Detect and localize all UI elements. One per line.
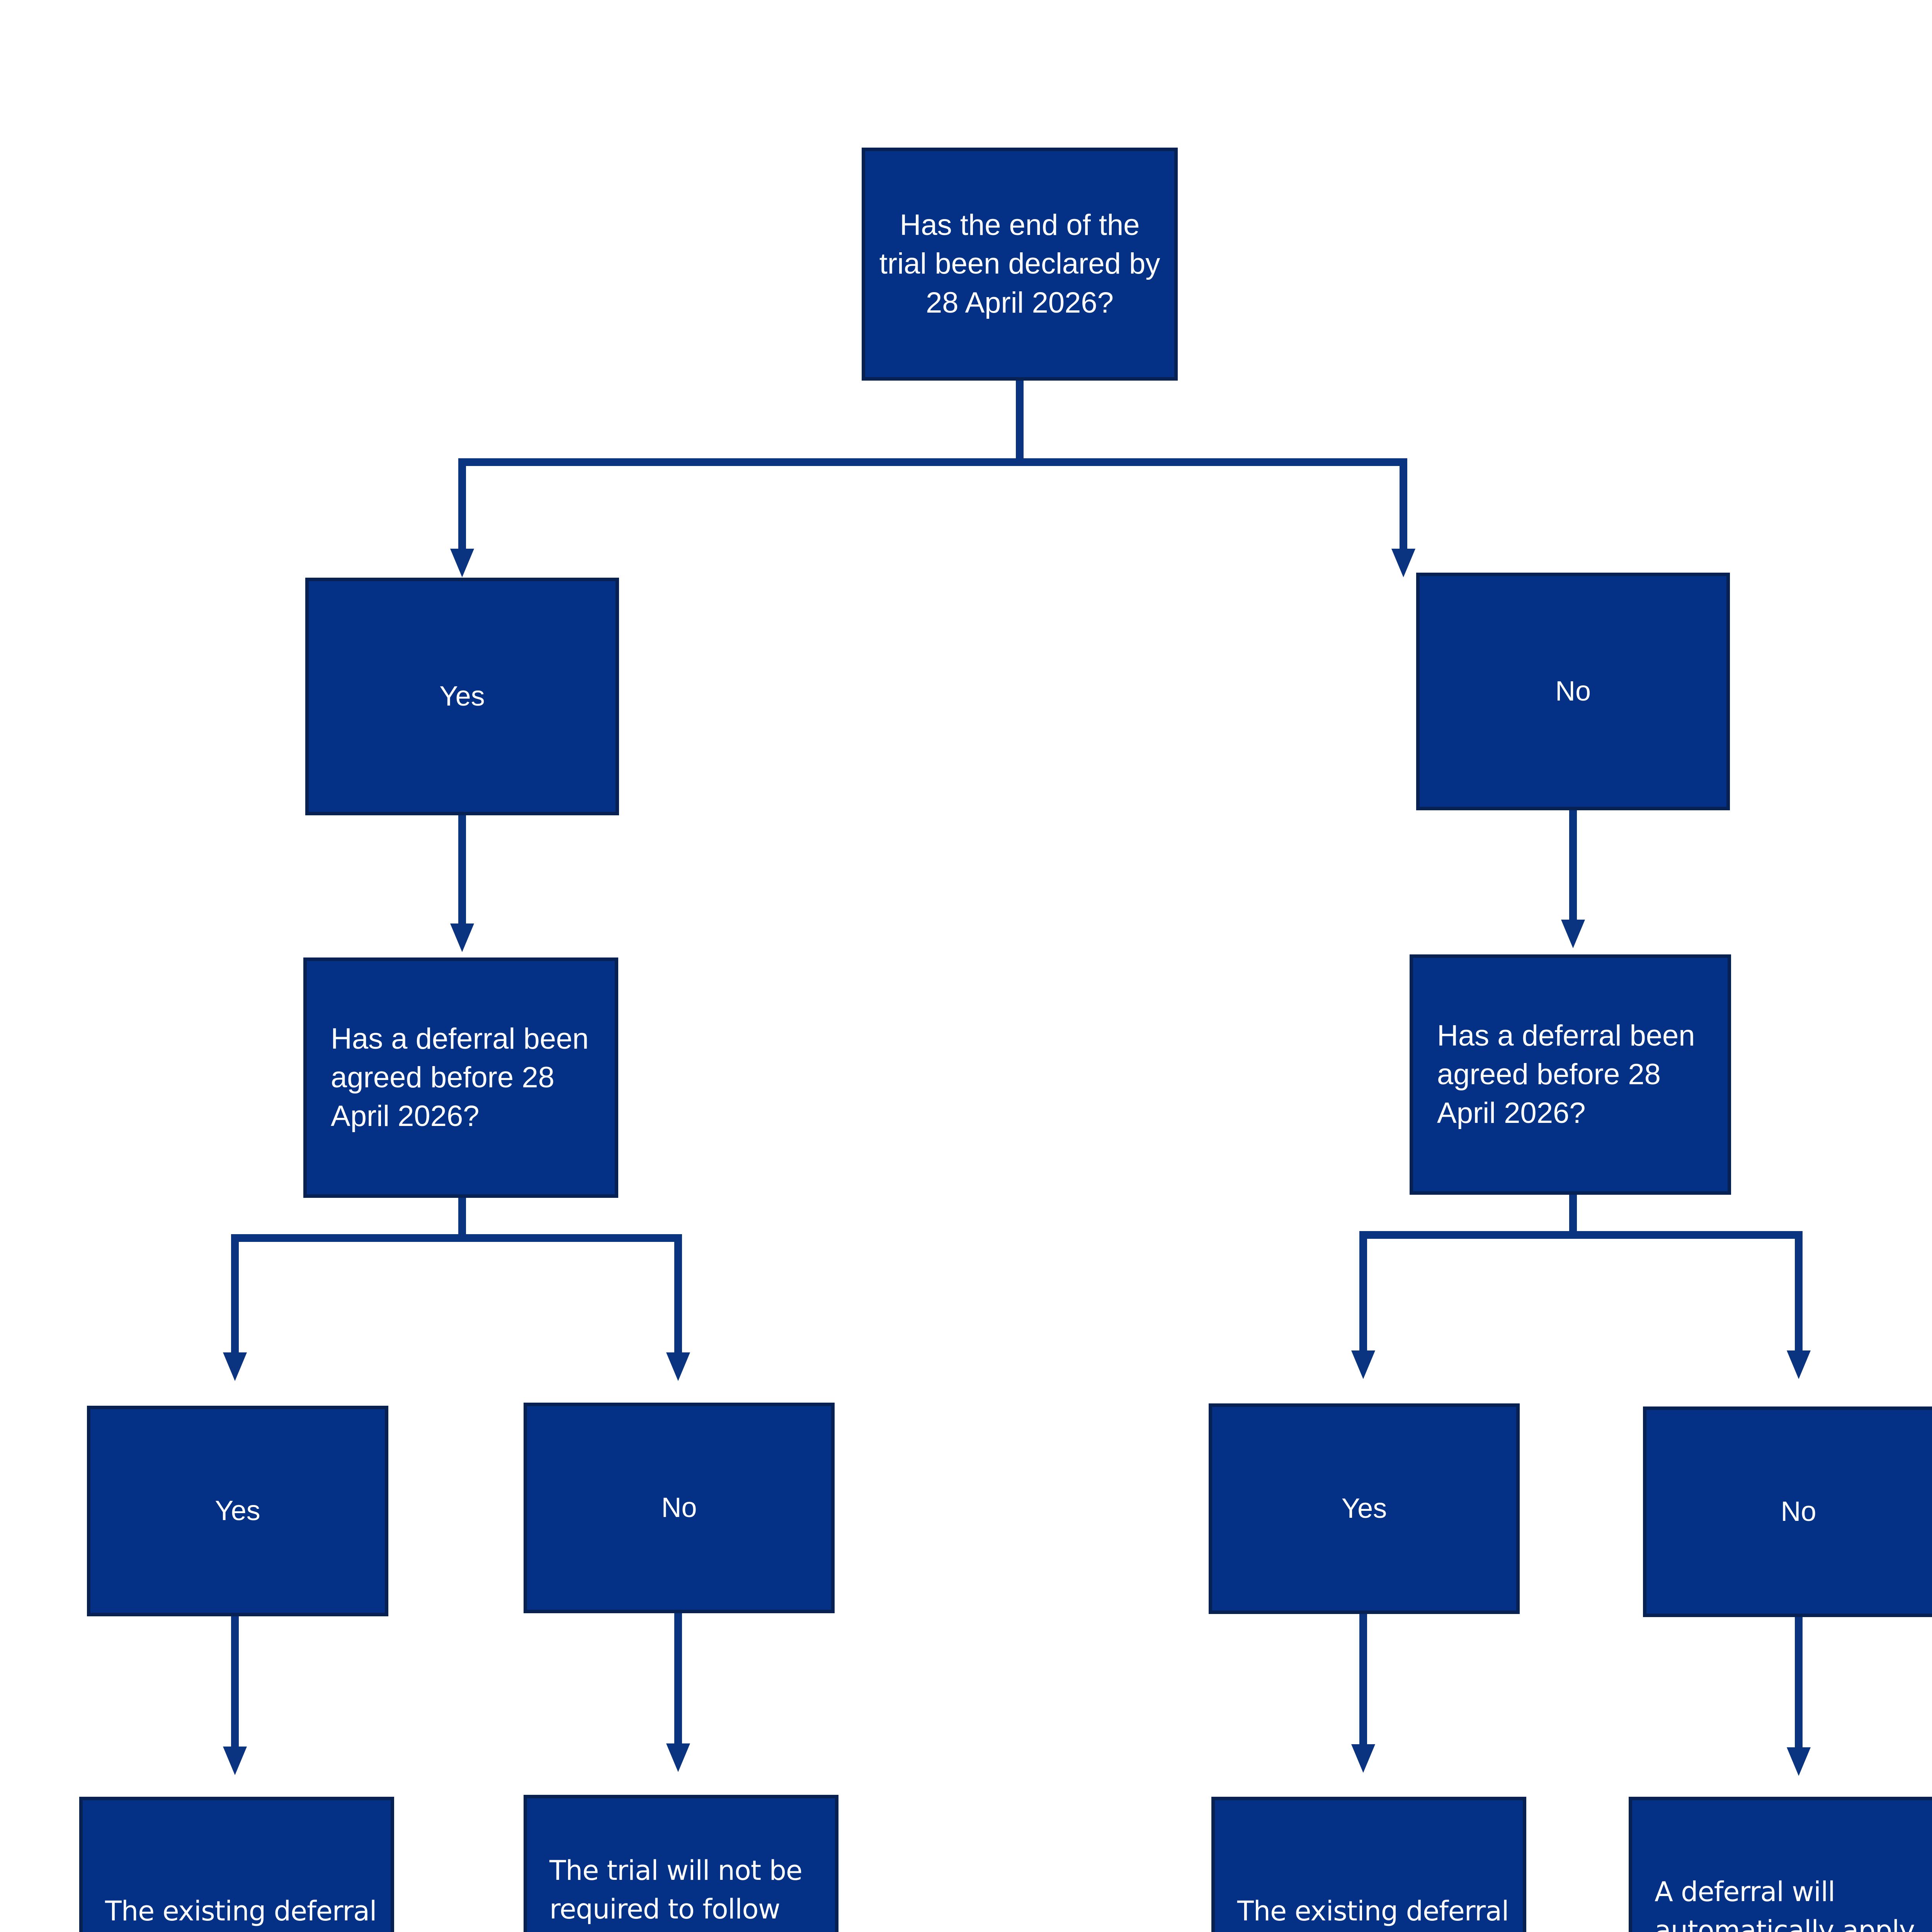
connector-yes-to-deferral-left — [458, 815, 466, 931]
node-root-question[interactable]: Has the end of the trial been declared b… — [862, 148, 1178, 381]
node-leaf-branch-no-1-label: No — [661, 1492, 697, 1524]
arrowhead-yes2-to-outcome3 — [1351, 1744, 1375, 1773]
node-leaf-branch-yes-2[interactable]: Yes — [1209, 1403, 1520, 1614]
node-outcome-no-transparency-required[interactable]: The trial will not be required to follow… — [524, 1795, 838, 1932]
connector-root-to-left-drop — [458, 458, 466, 563]
connector-deferral-right-stem — [1569, 1195, 1577, 1237]
node-leaf-branch-yes-2-label: Yes — [1341, 1493, 1387, 1524]
node-leaf-branch-yes-1[interactable]: Yes — [87, 1406, 388, 1616]
connector-root-stem — [1016, 381, 1024, 462]
connector-deferral-left-drop-1 — [231, 1234, 239, 1366]
arrowhead-deferral-right-to-no — [1787, 1350, 1811, 1379]
arrowhead-no-to-deferral-right — [1561, 920, 1585, 948]
arrowhead-deferral-left-to-no — [666, 1352, 690, 1381]
node-outcome-deferral-auto-extended[interactable]: The existing deferral will automatically… — [1211, 1797, 1526, 1932]
arrowhead-root-to-yes — [450, 549, 474, 577]
node-deferral-question-right-label: Has a deferral been agreed before 28 Apr… — [1437, 1019, 1695, 1130]
arrowhead-root-to-no — [1391, 549, 1415, 577]
arrowhead-yes1-to-outcome1 — [223, 1747, 247, 1775]
connector-no2-to-outcome4 — [1795, 1617, 1803, 1750]
node-branch-yes[interactable]: Yes — [305, 578, 619, 815]
arrowhead-deferral-right-to-yes — [1351, 1350, 1375, 1379]
node-outcome-3-label: The existing deferral will automatically… — [1237, 1895, 1509, 1927]
connector-root-split-bar — [458, 458, 1407, 466]
connector-deferral-left-drop-2 — [674, 1234, 682, 1366]
connector-deferral-right-split-bar — [1359, 1231, 1803, 1239]
connector-deferral-right-drop-1 — [1359, 1231, 1367, 1362]
node-leaf-branch-no-2[interactable]: No — [1643, 1406, 1932, 1617]
node-leaf-branch-no-2-label: No — [1781, 1496, 1816, 1527]
node-outcome-4-label: A deferral will automatically apply to t… — [1655, 1876, 1915, 1932]
connector-deferral-left-split-bar — [231, 1234, 682, 1242]
node-branch-yes-label: Yes — [439, 681, 485, 712]
node-outcome-2-label: The trial will not be required to follow… — [549, 1855, 803, 1932]
connector-no-to-deferral-right — [1569, 810, 1577, 926]
arrowhead-no1-to-outcome2 — [666, 1743, 690, 1772]
node-deferral-question-right[interactable]: Has a deferral been agreed before 28 Apr… — [1410, 954, 1731, 1195]
arrowhead-deferral-left-to-yes — [223, 1352, 247, 1381]
node-leaf-branch-no-1[interactable]: No — [524, 1403, 835, 1613]
node-outcome-1-label: The existing deferral will end at the da… — [105, 1895, 377, 1927]
node-outcome-existing-deferral-ends[interactable]: The existing deferral will end at the da… — [79, 1797, 394, 1932]
node-branch-no-label: No — [1555, 676, 1591, 707]
arrowhead-yes-to-deferral-left — [450, 923, 474, 952]
connector-deferral-left-stem — [458, 1198, 466, 1240]
node-deferral-question-left-label: Has a deferral been agreed before 28 Apr… — [331, 1022, 589, 1133]
connector-yes1-to-outcome1 — [231, 1616, 239, 1750]
connector-deferral-right-drop-2 — [1795, 1231, 1803, 1362]
node-outcome-deferral-auto-applies[interactable]: A deferral will automatically apply to t… — [1629, 1797, 1932, 1932]
connector-yes2-to-outcome3 — [1359, 1614, 1367, 1747]
node-root-question-label: Has the end of the trial been declared b… — [879, 209, 1160, 319]
connector-root-to-right-drop — [1400, 458, 1407, 563]
node-deferral-question-left[interactable]: Has a deferral been agreed before 28 Apr… — [303, 957, 618, 1198]
node-branch-no[interactable]: No — [1416, 573, 1730, 810]
arrowhead-no2-to-outcome4 — [1787, 1747, 1811, 1776]
connector-no1-to-outcome2 — [674, 1613, 682, 1747]
node-leaf-branch-yes-1-label: Yes — [215, 1495, 260, 1527]
